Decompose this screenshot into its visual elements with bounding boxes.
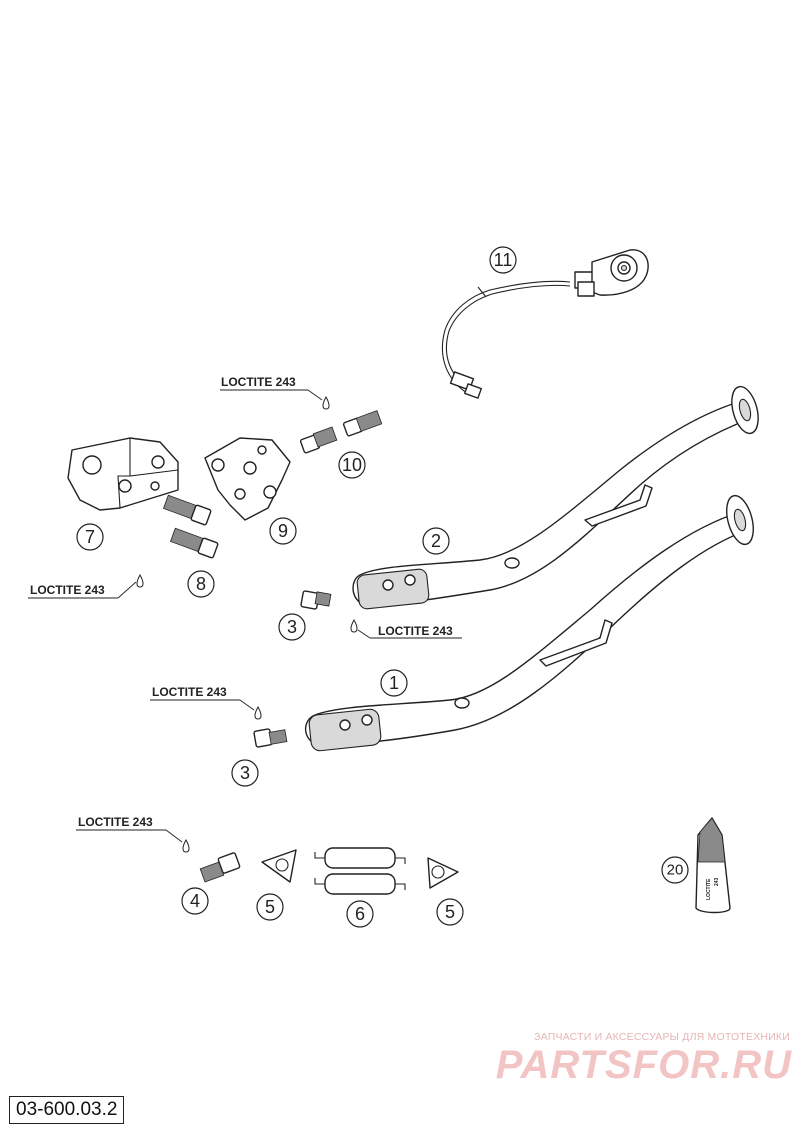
- callout-8: 8: [187, 570, 215, 598]
- callout-9: 9: [269, 517, 297, 545]
- loctite-note-2: LOCTITE 243: [28, 573, 144, 599]
- callout-5-right: 5: [436, 898, 464, 926]
- watermark-brand: PARTSFOR.RU: [495, 1043, 792, 1087]
- loctite-label-2: LOCTITE 243: [30, 583, 105, 597]
- part-2-side-stand-upper: [352, 385, 759, 610]
- callout-5-left: 5: [256, 893, 284, 921]
- svg-text:2: 2: [431, 531, 441, 551]
- part-20-loctite-bottle: LOCTITE 243: [695, 817, 731, 914]
- callout-11: 11: [489, 246, 517, 274]
- callout-6: 6: [346, 900, 374, 928]
- callout-1: 1: [380, 669, 408, 697]
- svg-text:4: 4: [190, 891, 200, 911]
- part-11-sidestand-switch: [441, 249, 649, 399]
- callout-3-upper: 3: [278, 613, 306, 641]
- diagram-reference-code: 03-600.03.2: [9, 1096, 125, 1124]
- svg-text:10: 10: [342, 455, 362, 475]
- svg-text:11: 11: [494, 250, 513, 270]
- svg-text:20: 20: [667, 862, 684, 879]
- bottle-brand-label: LOCTITE: [706, 878, 712, 900]
- part-3-upper: [300, 590, 332, 610]
- callout-7: 7: [76, 523, 104, 551]
- loctite-note-3: LOCTITE 243: [350, 618, 462, 639]
- part-9-plate: [204, 437, 291, 521]
- loctite-note-1: LOCTITE 243: [220, 375, 330, 410]
- callout-10: 10: [338, 451, 366, 479]
- callout-2: 2: [422, 527, 450, 555]
- watermark-subtitle: ЗАПЧАСТИ И АКСЕССУАРЫ ДЛЯ МОТОТЕХНИКИ: [534, 1031, 790, 1043]
- svg-text:9: 9: [278, 521, 288, 541]
- part-4-bolt: [199, 852, 241, 883]
- part-5-right: [427, 857, 459, 889]
- callout-20: 20: [661, 856, 689, 884]
- svg-text:5: 5: [265, 897, 275, 917]
- part-3-lower: [253, 728, 288, 748]
- loctite-label-4: LOCTITE 243: [152, 685, 227, 699]
- callout-4: 4: [181, 887, 209, 915]
- part-8-bolts: [162, 494, 219, 559]
- svg-text:5: 5: [445, 902, 455, 922]
- loctite-note-4: LOCTITE 243: [150, 685, 262, 720]
- part-10-bolts: [299, 410, 383, 454]
- svg-text:1: 1: [389, 673, 399, 693]
- bottle-number-label: 243: [714, 877, 720, 886]
- loctite-label-1: LOCTITE 243: [221, 375, 296, 389]
- loctite-label-3: LOCTITE 243: [378, 624, 453, 638]
- part-6-springs: [314, 847, 406, 895]
- svg-text:6: 6: [355, 904, 365, 924]
- svg-text:3: 3: [240, 763, 250, 783]
- svg-text:7: 7: [85, 527, 95, 547]
- part-7-bracket: [67, 437, 179, 511]
- svg-text:3: 3: [287, 617, 297, 637]
- part-5-left: [261, 849, 297, 883]
- callout-3-lower: 3: [231, 759, 259, 787]
- part-1-side-stand-lower: [304, 494, 754, 752]
- svg-text:8: 8: [196, 574, 206, 594]
- loctite-note-5: LOCTITE 243: [76, 815, 190, 853]
- loctite-label-5: LOCTITE 243: [78, 815, 153, 829]
